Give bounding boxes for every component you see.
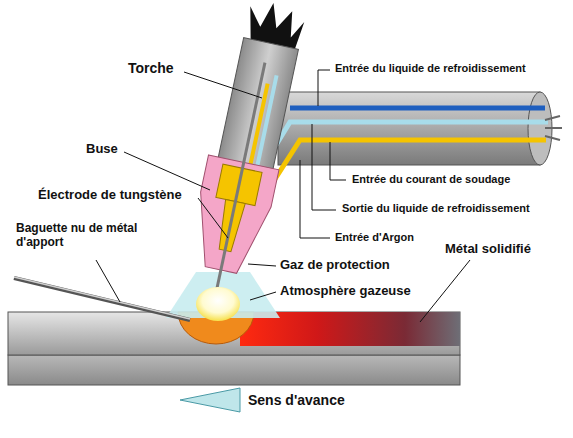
callout-label: Gaz de protection <box>280 258 390 273</box>
torch-head <box>182 0 313 297</box>
callout-label: Sens d'avance <box>248 392 345 408</box>
callout-label: Entrée du liquide de refroidissement <box>335 62 526 75</box>
coolant-in-channel <box>290 106 545 111</box>
callout-label: Entrée du courant de soudage <box>352 173 510 186</box>
coolant-out-channel <box>262 122 548 168</box>
callout-label: Torche <box>128 60 174 76</box>
callout-label: Électrode de tungstène <box>38 188 182 203</box>
current-channel <box>268 140 546 190</box>
workpiece <box>8 312 460 385</box>
filler-rod-highlight <box>14 277 190 319</box>
torch-handle <box>262 92 562 190</box>
callout-label: Entrée d'Argon <box>335 231 414 244</box>
callout-label: Buse <box>86 142 118 157</box>
hose-fitting <box>545 116 562 140</box>
arc <box>196 287 240 321</box>
callout-label: Atmosphère gazeuse <box>280 284 411 299</box>
direction-arrow <box>180 388 240 412</box>
callout-label: Sortie du liquide de refroidissement <box>342 202 530 215</box>
filler-rod <box>14 278 190 320</box>
callout-label: Baguette nu de métal d'apport <box>16 222 156 250</box>
callout-label: Métal solidifié <box>445 242 531 257</box>
